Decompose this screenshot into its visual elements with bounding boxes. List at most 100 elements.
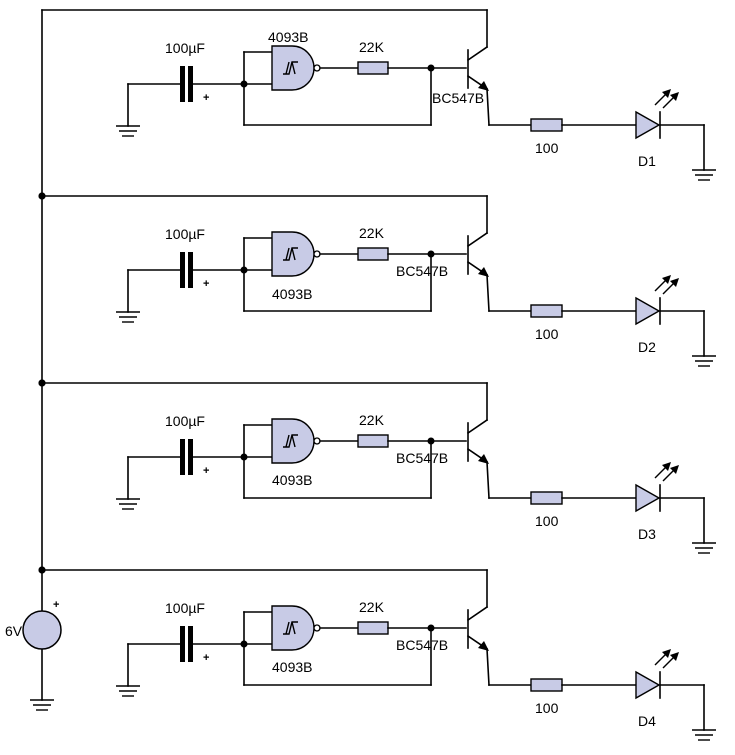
capacitor-icon (180, 66, 193, 102)
light-ray-head (670, 278, 679, 287)
led-triangle (635, 483, 661, 513)
gate-label: 4093B (272, 472, 312, 488)
cap-plate-right (188, 252, 193, 288)
cap-plate-left (180, 252, 185, 288)
led-icon (635, 462, 679, 513)
gate-inverter-bubble (313, 64, 321, 72)
schmitt-nand-gate (271, 45, 321, 91)
led-label: D4 (638, 713, 656, 729)
battery-6v: 6V + (5, 599, 62, 650)
led-icon (635, 275, 679, 326)
schmitt-trigger-icon (283, 247, 298, 261)
schmitt-trigger-icon (283, 434, 298, 448)
light-ray-head (662, 649, 671, 658)
transistor-label: BC547B (432, 90, 484, 106)
led-triangle (635, 110, 661, 140)
gate-label: 4093B (268, 29, 308, 45)
cap-ground-icon (116, 685, 140, 697)
led-ground-icon (692, 729, 716, 741)
gate-label: 4093B (272, 659, 312, 675)
emitter-wire-down (486, 274, 490, 312)
stages: 100µF+4093B22KBC547B100D1100µF+4093B22KB… (38, 9, 716, 741)
capacitor-label: 100µF (165, 226, 205, 242)
emitter-wire-down (486, 648, 490, 686)
led-resistor-label: 100 (535, 700, 559, 716)
capacitor-label: 100µF (165, 600, 205, 616)
transistor-label: BC547B (396, 263, 448, 279)
rail-junction-dot (38, 379, 46, 387)
cap-plate-left (180, 626, 185, 662)
transistor-label: BC547B (396, 450, 448, 466)
led-label: D1 (638, 153, 656, 169)
led-resistor-label: 100 (535, 140, 559, 156)
transistor-collector (466, 418, 489, 435)
npn-transistor-icon (466, 231, 489, 277)
battery-plus-sign: + (53, 599, 59, 611)
cap-ground-icon (116, 498, 140, 510)
led-label: D2 (638, 339, 656, 355)
capacitor-icon (180, 439, 193, 475)
cap-ground-icon (116, 125, 140, 137)
cap-plate-left (180, 66, 185, 102)
led-triangle (635, 296, 661, 326)
led-ground-icon (692, 542, 716, 554)
schmitt-nand-gate (271, 418, 321, 464)
led-icon (635, 89, 679, 140)
led-label: D3 (638, 526, 656, 542)
base-resistor-label: 22K (359, 39, 385, 55)
schmitt-trigger-icon (283, 621, 298, 635)
rail-junction-dot (38, 192, 46, 200)
led-resistor-label: 100 (535, 513, 559, 529)
gate-inverter-bubble (313, 250, 321, 258)
cap-plate-right (188, 439, 193, 475)
led-resistor (530, 304, 563, 318)
capacitor-icon (180, 626, 193, 662)
light-ray-head (662, 89, 671, 98)
cap-plate-right (188, 626, 193, 662)
light-ray-head (662, 462, 671, 471)
schmitt-nand-gate (271, 605, 321, 651)
capacitor-label: 100µF (165, 40, 205, 56)
capacitor-polarity: + (203, 652, 209, 664)
transistor-label: BC547B (396, 637, 448, 653)
npn-transistor-icon (466, 605, 489, 651)
rail-junction-dot (38, 566, 46, 574)
led-resistor-label: 100 (535, 326, 559, 342)
gate-inverter-bubble (313, 624, 321, 632)
base-resistor (357, 247, 389, 261)
light-ray-head (670, 652, 679, 661)
transistor-collector (466, 45, 489, 62)
led-ground-icon (692, 169, 716, 181)
light-ray-head (670, 465, 679, 474)
gate-label: 4093B (272, 286, 312, 302)
base-resistor (357, 434, 389, 448)
cap-plate-left (180, 439, 185, 475)
led-resistor (530, 678, 563, 692)
supply-ground-icon (30, 699, 54, 711)
led-icon (635, 649, 679, 700)
led-resistor (530, 118, 563, 132)
base-resistor (357, 621, 389, 635)
gate-inverter-bubble (313, 437, 321, 445)
base-resistor-label: 22K (359, 412, 385, 428)
cap-plate-right (188, 66, 193, 102)
capacitor-icon (180, 252, 193, 288)
npn-transistor-icon (466, 45, 489, 91)
emitter-wire-down (486, 88, 490, 126)
led-resistor (530, 491, 563, 505)
schmitt-nand-gate (271, 231, 321, 277)
led-ground-icon (692, 355, 716, 367)
base-resistor-label: 22K (359, 599, 385, 615)
light-ray-head (670, 92, 679, 101)
npn-transistor-icon (466, 418, 489, 464)
schmitt-trigger-icon (283, 61, 298, 75)
led-triangle (635, 670, 661, 700)
capacitor-label: 100µF (165, 413, 205, 429)
base-resistor (357, 61, 389, 75)
capacitor-polarity: + (203, 278, 209, 290)
base-resistor-label: 22K (359, 225, 385, 241)
